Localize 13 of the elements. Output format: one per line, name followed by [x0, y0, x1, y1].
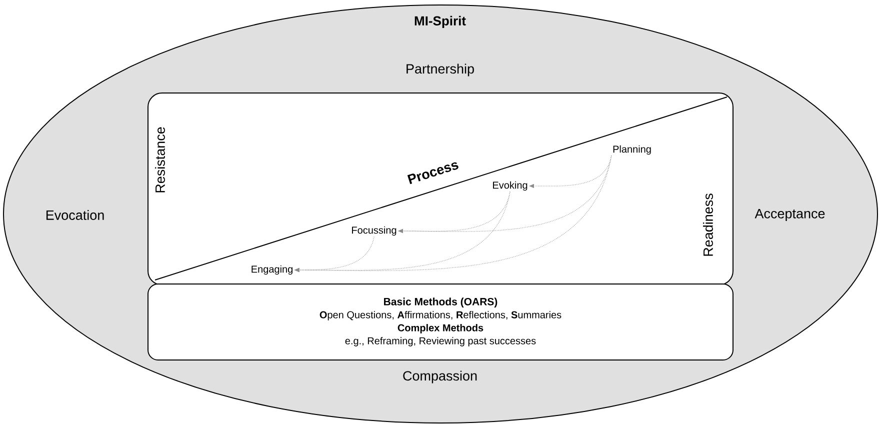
- side-label: Readiness: [703, 194, 713, 256]
- title: MI-Spirit: [414, 16, 466, 28]
- stage-label: Evoking: [493, 181, 528, 191]
- principle-label: Partnership: [406, 64, 474, 76]
- principle-label: Evocation: [46, 210, 104, 220]
- process-label: Process: [407, 162, 458, 184]
- methods-box: Basic Methods (OARS) Open Questions, Affirmations, Reflections, Summaries Complex Methods e.g., Reframing, Reviewing past successes: [148, 284, 734, 360]
- stage-label: Engaging: [252, 265, 292, 275]
- stage-label: Focussing: [352, 226, 396, 236]
- side-label: Resistance: [155, 127, 165, 192]
- principle-label: Compassion: [403, 370, 477, 384]
- principle-label: Acceptance: [754, 208, 825, 222]
- stage-label: Planning: [613, 145, 651, 155]
